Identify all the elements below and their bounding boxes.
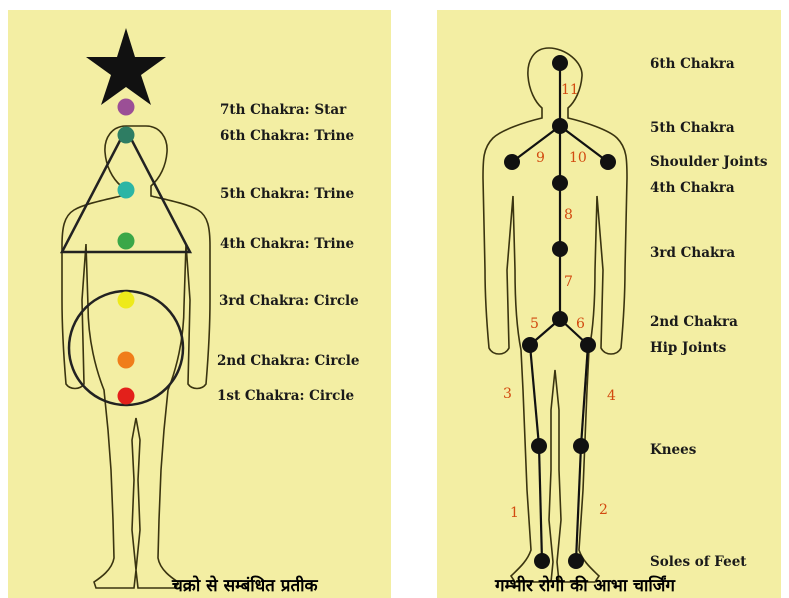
label-3rd-chakra: 3rd Chakra: Circle <box>219 293 359 309</box>
number-3: 3 <box>503 386 512 402</box>
star-symbol <box>86 28 166 105</box>
joint-shoulder-left <box>504 154 520 170</box>
joint-hip-right <box>580 337 596 353</box>
joint-head <box>552 55 568 71</box>
label-7th-chakra: 7th Chakra: Star <box>220 102 346 118</box>
label-hip-joints: Hip Joints <box>650 340 726 356</box>
joint-hip-left <box>522 337 538 353</box>
number-9: 9 <box>536 150 545 166</box>
number-4: 4 <box>607 388 616 404</box>
joint-solar <box>552 241 568 257</box>
label-5th-chakra: 5th Chakra: Trine <box>220 186 354 202</box>
joint-shoulder-right <box>600 154 616 170</box>
chakra-dot-1 <box>118 388 135 405</box>
right-caption: गम्भीर रोगी की आभा चार्जिंग <box>495 576 675 596</box>
aura-charging-panel: 11 9 10 8 7 5 6 3 4 1 2 6th Chakra 5th C… <box>437 10 781 598</box>
number-6: 6 <box>576 316 585 332</box>
label-soles-of-feet: Soles of Feet <box>650 554 747 570</box>
left-caption: चक्रो से सम्बंधित प्रतीक <box>172 576 318 596</box>
label-5th-chakra: 5th Chakra <box>650 120 735 136</box>
joint-heart <box>552 175 568 191</box>
number-11: 11 <box>561 82 579 98</box>
chakra-dot-2 <box>118 352 135 369</box>
label-6th-chakra: 6th Chakra: Trine <box>220 128 354 144</box>
number-7: 7 <box>564 274 573 290</box>
label-2nd-chakra: 2nd Chakra: Circle <box>217 353 359 369</box>
left-body-outline <box>62 126 210 588</box>
chakra-dot-5 <box>118 182 135 199</box>
number-5: 5 <box>530 316 539 332</box>
joint-knee-left <box>531 438 547 454</box>
chakra-symbols-panel: 7th Chakra: Star 6th Chakra: Trine 5th C… <box>8 10 391 598</box>
joint-foot-left <box>534 553 550 569</box>
label-6th-chakra: 6th Chakra <box>650 56 735 72</box>
label-4th-chakra: 4th Chakra: Trine <box>220 236 354 252</box>
label-2nd-chakra: 2nd Chakra <box>650 314 738 330</box>
label-4th-chakra: 4th Chakra <box>650 180 735 196</box>
chakra-dot-4 <box>118 233 135 250</box>
label-shoulder-joints: Shoulder Joints <box>650 154 768 170</box>
number-10: 10 <box>569 150 587 166</box>
label-knees: Knees <box>650 442 696 458</box>
joint-sacral <box>552 311 568 327</box>
joint-throat <box>552 118 568 134</box>
right-body-diagram <box>437 10 781 598</box>
joint-knee-right <box>573 438 589 454</box>
label-1st-chakra: 1st Chakra: Circle <box>217 388 354 404</box>
label-3rd-chakra: 3rd Chakra <box>650 245 735 261</box>
chakra-dot-3 <box>118 292 135 309</box>
number-1: 1 <box>510 505 519 521</box>
chakra-dot-6 <box>118 127 135 144</box>
number-2: 2 <box>599 502 608 518</box>
number-8: 8 <box>564 207 573 223</box>
joint-foot-right <box>568 553 584 569</box>
chakra-dot-7 <box>118 99 135 116</box>
